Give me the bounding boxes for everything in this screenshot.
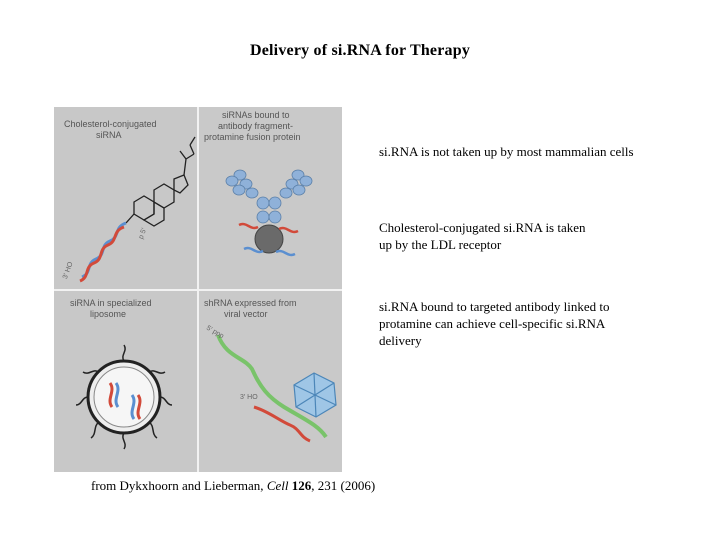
citation-prefix: from Dykxhoorn and Lieberman, [91, 478, 267, 493]
panel-antibody [199, 107, 342, 289]
protamine-sphere-icon [254, 224, 284, 254]
note-cholesterol: Cholesterol-conjugated si.RNA is taken u… [379, 220, 586, 252]
citation-journal: Cell [266, 478, 289, 493]
panel-label: shRNA expressed from [204, 298, 297, 308]
page-title: Delivery of si.RNA for Therapy [249, 42, 471, 59]
panel-label: protamine fusion protein [204, 132, 301, 142]
panel-label: viral vector [224, 309, 268, 319]
panel-label: siRNA in specialized [70, 298, 152, 308]
bound-sirna-icon [238, 222, 299, 257]
citation: from Dykxhoorn and Lieberman, Cell 126, … [91, 478, 375, 494]
figure-svg: Cholesterol-conjugated siRNA siRNAs boun… [54, 107, 342, 472]
virus-capsid-icon [293, 372, 337, 418]
panel-label: antibody fragment- [218, 121, 293, 131]
note-antibody: si.RNA bound to targeted antibody linked… [379, 299, 610, 348]
citation-pages: , 231 (2006) [311, 478, 376, 493]
cholesterol-molecule-icon [125, 136, 196, 227]
shrna-hairpin-icon [216, 334, 328, 443]
end-label: 3′ HO [240, 394, 258, 401]
citation-volume: 126 [291, 478, 312, 493]
panel-label: siRNAs bound to [222, 110, 290, 120]
sirna-duplex-icon [79, 221, 127, 283]
panel-label: siRNA [96, 130, 122, 140]
sirna-delivery-figure: Cholesterol-conjugated siRNA siRNAs boun… [54, 107, 342, 472]
antibody-icon [225, 169, 313, 224]
encapsulated-sirna-icon [108, 382, 142, 420]
panel-label: Cholesterol-conjugated [64, 119, 157, 129]
panel-cholesterol [54, 107, 197, 289]
note-uptake: si.RNA is not taken up by most mammalian… [379, 144, 634, 159]
end-label: p 5′ [138, 227, 149, 240]
panel-label: liposome [90, 309, 126, 319]
